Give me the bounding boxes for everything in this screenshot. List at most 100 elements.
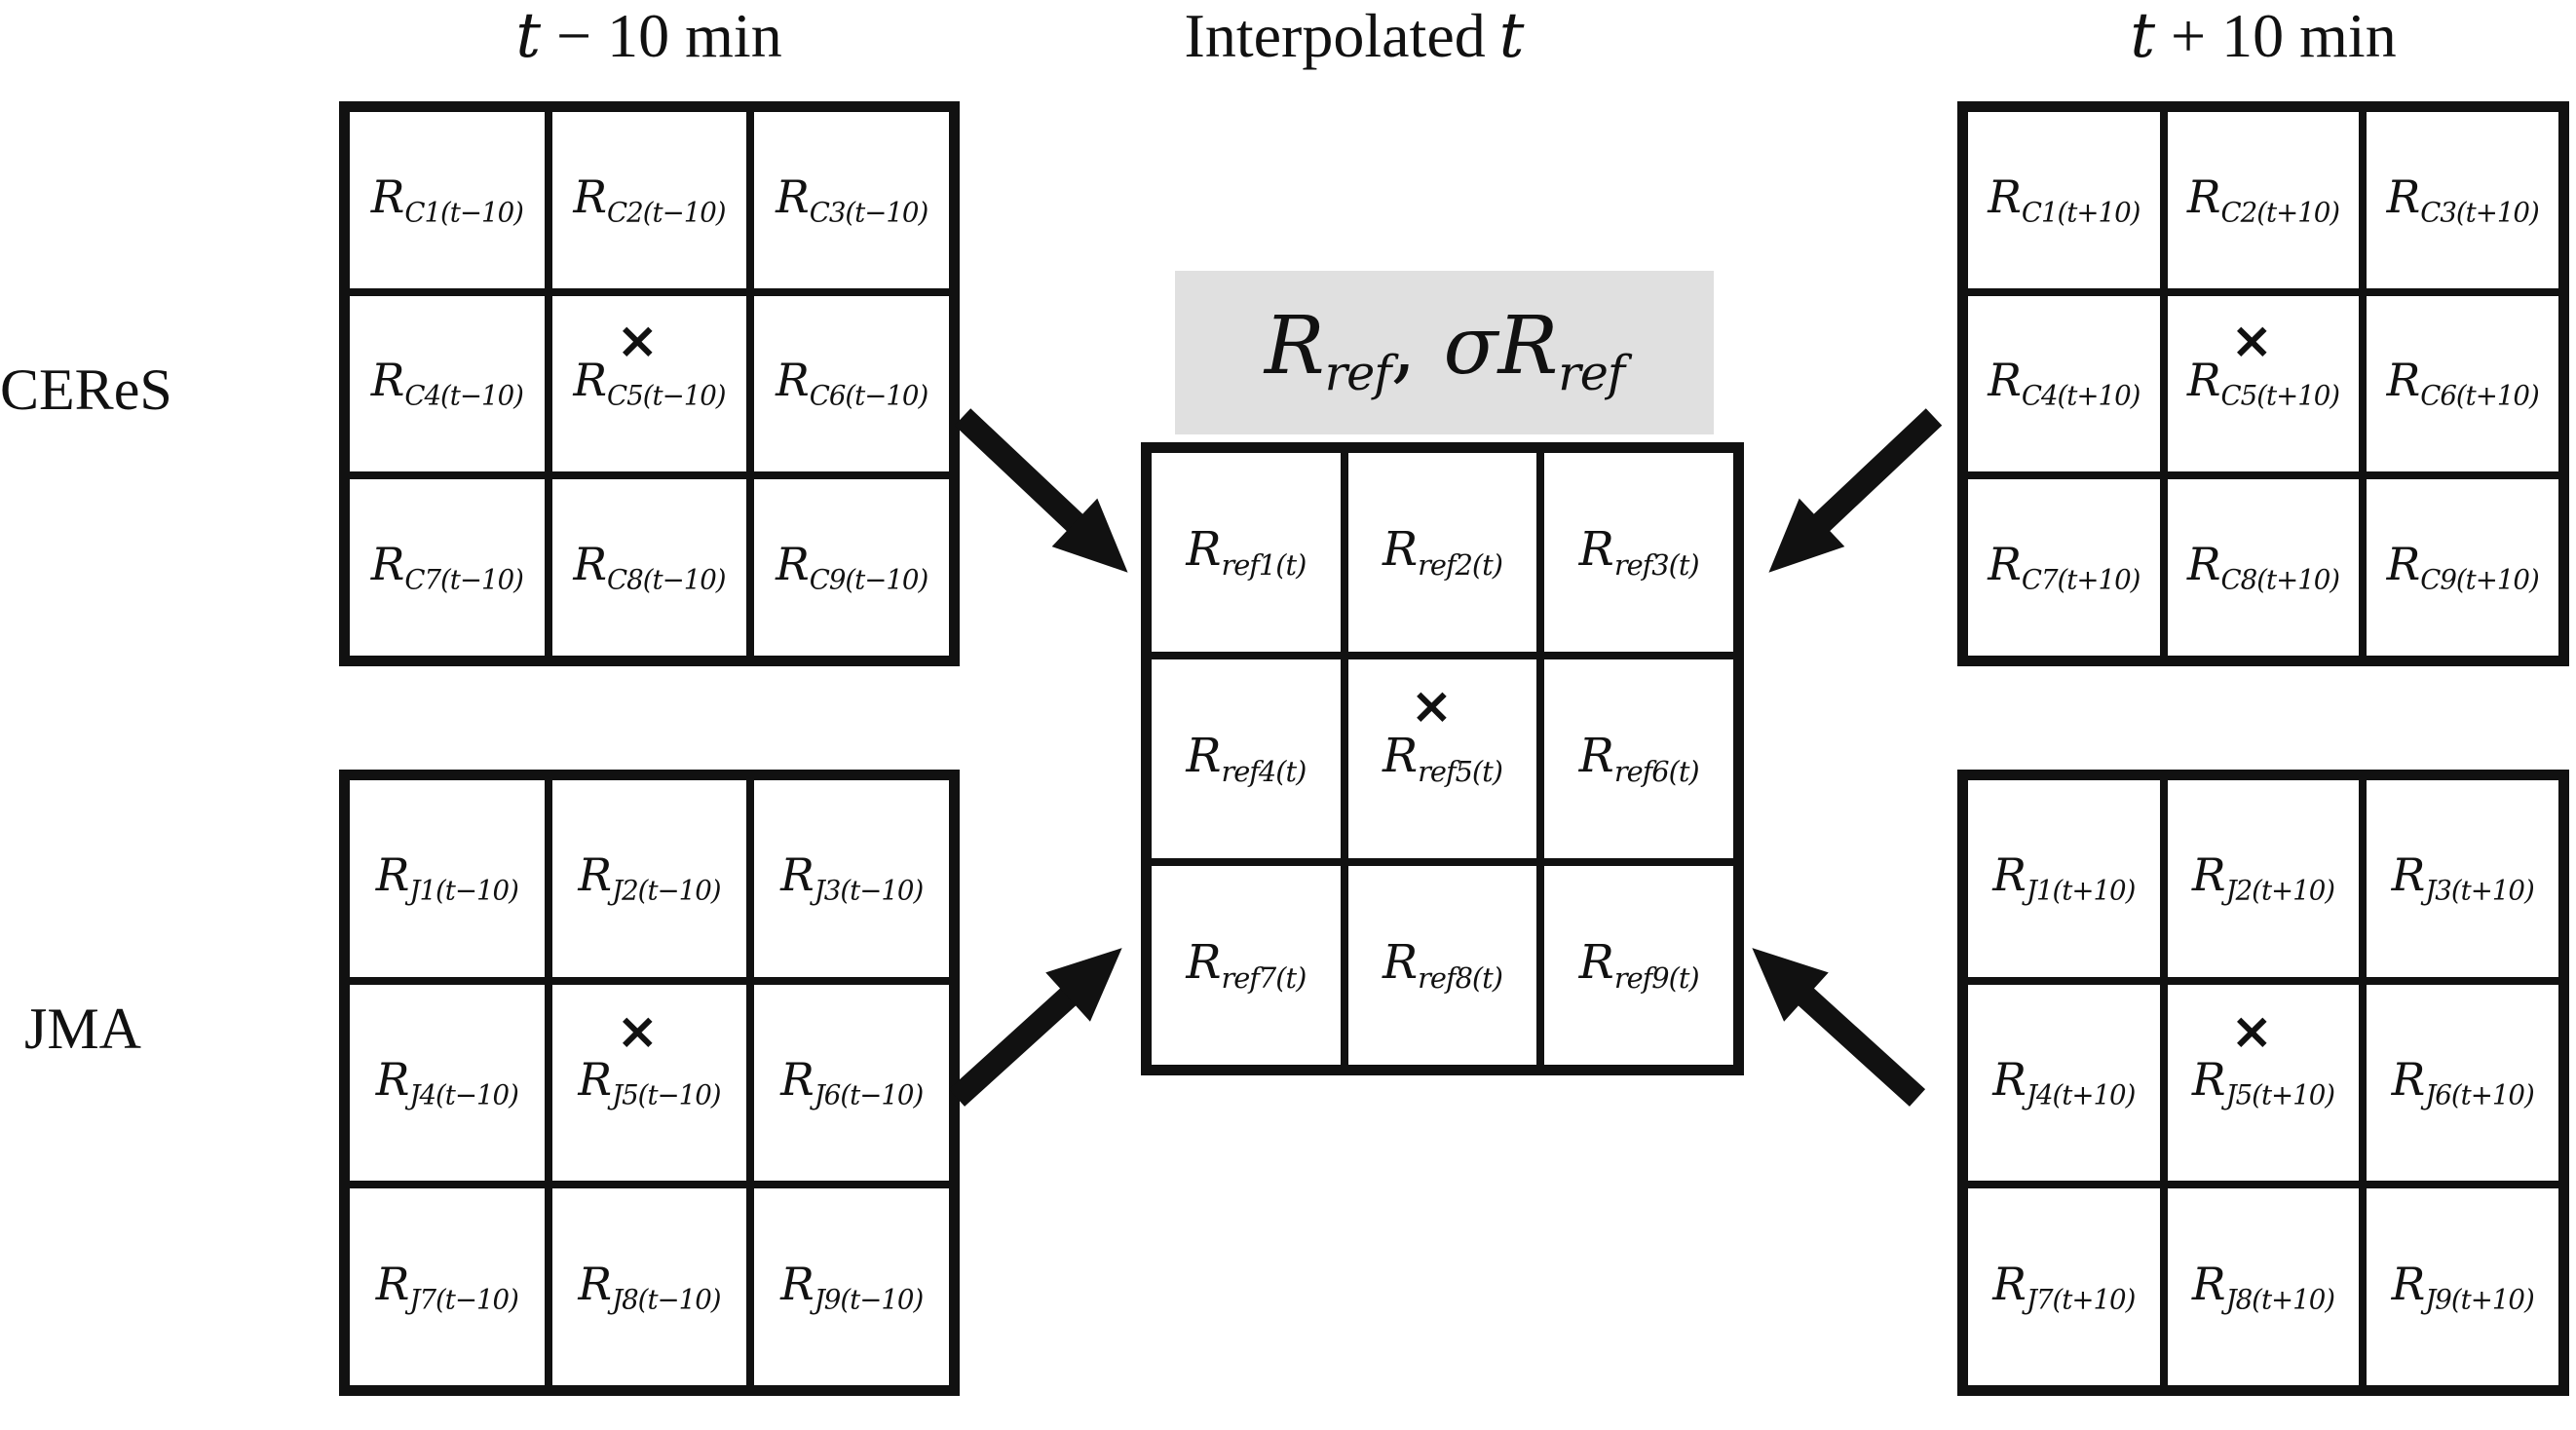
grid-cell: RC7(t+10)	[1968, 479, 2160, 656]
cell-label: RJ4(t−10)	[375, 1052, 519, 1111]
title-text: + 10 min	[2155, 1, 2397, 70]
center-pixel-x-mark: ×	[616, 1001, 660, 1061]
grid-cell: RC8(t−10)	[551, 479, 747, 656]
cell-label: RJ8(t+10)	[2191, 1257, 2335, 1316]
grid-cell: RC6(t+10)	[2367, 295, 2558, 472]
grid-cell: RC2(t−10)	[551, 112, 747, 288]
cell-label: RC8(t+10)	[2186, 538, 2340, 596]
cell-label: RJ1(t+10)	[1992, 848, 2136, 907]
grid-cell: RJ3(t+10)	[2367, 780, 2558, 977]
cell-label: RC7(t+10)	[1988, 538, 2140, 596]
cell-label: RJ1(t−10)	[375, 848, 519, 907]
grid-cell: RC4(t+10)	[1968, 295, 2160, 472]
grid-cell: RC1(t−10)	[350, 112, 545, 288]
cell-label: Rref3(t)	[1578, 521, 1700, 582]
center-pixel-x-mark: ×	[2230, 311, 2274, 370]
cell-label: RC6(t+10)	[2386, 354, 2540, 413]
cell-label: Rref1(t)	[1186, 521, 1307, 582]
grid-cell: RJ9(t−10)	[754, 1188, 949, 1385]
grid-cell: RC9(t+10)	[2367, 479, 2558, 656]
grid-jma-t-minus-10: RJ1(t−10) RJ2(t−10) RJ3(t−10) RJ4(t−10) ×RJ5…	[339, 770, 960, 1396]
cell-label: RC8(t−10)	[573, 538, 726, 596]
grid-cell: RC3(t−10)	[754, 112, 949, 288]
grid-cell: ×RJ5(t+10)	[2167, 984, 2360, 1182]
arrow-jma-past-to-center	[948, 948, 1122, 1107]
grid-cell: RC1(t+10)	[1968, 112, 2160, 288]
grid-cell: RC8(t+10)	[2167, 479, 2360, 656]
cell-label: RJ2(t−10)	[578, 848, 721, 907]
cell-label: RJ7(t+10)	[1992, 1257, 2136, 1316]
cell-label: RJ7(t−10)	[375, 1257, 519, 1316]
cell-label: RC9(t−10)	[776, 538, 928, 596]
grid-interpolated-t: Rref1(t) Rref2(t) Rref3(t) Rref4(t) ×Rref5(t…	[1141, 442, 1744, 1075]
cell-label: RC5(t+10)	[2186, 354, 2340, 413]
grid-ceres-t-minus-10: RC1(t−10) RC2(t−10) RC3(t−10) RC4(t−10) ×RC5…	[339, 101, 960, 666]
grid-cell: Rref8(t)	[1347, 866, 1537, 1065]
grid-cell: RJ8(t+10)	[2167, 1188, 2360, 1385]
cell-label: Rref4(t)	[1186, 728, 1307, 788]
cell-label: RC1(t−10)	[370, 169, 524, 229]
grid-cell: Rref3(t)	[1544, 453, 1733, 652]
grid-cell: Rref9(t)	[1544, 866, 1733, 1065]
cell-label: RJ5(t−10)	[578, 1052, 721, 1111]
ref-sub: ref	[1558, 345, 1625, 402]
cell-label: RJ6(t+10)	[2391, 1052, 2535, 1111]
cell-label: Rref8(t)	[1383, 934, 1503, 995]
grid-cell: Rref1(t)	[1152, 453, 1341, 652]
cell-label: RC5(t−10)	[573, 354, 726, 413]
cell-label: RC7(t−10)	[370, 538, 524, 596]
cell-label: RJ6(t−10)	[780, 1052, 924, 1111]
grid-cell: Rref6(t)	[1544, 659, 1733, 858]
title-t-plus-10: t + 10 min	[1961, 0, 2565, 72]
ref-r: R	[1264, 300, 1325, 394]
cell-label: RC4(t+10)	[1988, 354, 2140, 413]
cell-label: RC6(t−10)	[776, 354, 928, 413]
grid-cell: Rref7(t)	[1152, 866, 1341, 1065]
arrow-jma-future-to-center	[1752, 948, 1926, 1107]
center-pixel-x-mark: ×	[2230, 1001, 2274, 1061]
grid-cell: RC4(t−10)	[350, 295, 545, 472]
grid-cell: RJ9(t+10)	[2367, 1188, 2558, 1385]
cell-label: Rref6(t)	[1578, 728, 1700, 788]
cell-label: RJ3(t+10)	[2391, 848, 2535, 907]
title-math-var: t	[1498, 0, 1525, 72]
cell-label: RC4(t−10)	[370, 354, 524, 413]
cell-label: Rref2(t)	[1383, 521, 1503, 582]
grid-cell: RJ6(t−10)	[754, 984, 949, 1182]
grid-cell: RC2(t+10)	[2167, 112, 2360, 288]
grid-cell: RJ1(t+10)	[1968, 780, 2160, 977]
cell-label: RC3(t+10)	[2386, 169, 2540, 229]
grid-cell: Rref2(t)	[1347, 453, 1537, 652]
grid-cell: RJ3(t−10)	[754, 780, 949, 977]
center-pixel-x-mark: ×	[1410, 677, 1454, 736]
grid-cell: RJ2(t+10)	[2167, 780, 2360, 977]
cell-label: RJ4(t+10)	[1992, 1052, 2136, 1111]
grid-ceres-t-plus-10: RC1(t+10) RC2(t+10) RC3(t+10) RC4(t+10) ×RC5…	[1957, 101, 2569, 666]
arrow-ceres-future-to-center	[1768, 408, 1943, 573]
grid-cell: RJ4(t−10)	[350, 984, 545, 1182]
cell-label: RJ9(t−10)	[780, 1257, 924, 1316]
cell-label: Rref9(t)	[1578, 934, 1700, 995]
grid-cell: RC9(t−10)	[754, 479, 949, 656]
title-math-var: t	[515, 0, 542, 72]
grid-cell: RC3(t+10)	[2367, 112, 2558, 288]
title-math-var: t	[2130, 0, 2156, 72]
cell-label: RC2(t−10)	[573, 169, 726, 229]
arrow-ceres-past-to-center	[954, 408, 1128, 573]
ref-variables-box: Rref,σRref	[1175, 271, 1714, 434]
cell-label: RC1(t+10)	[1988, 169, 2140, 229]
cell-label: RJ5(t+10)	[2191, 1052, 2335, 1111]
title-t-minus-10: t − 10 min	[347, 0, 951, 72]
grid-cell: RJ1(t−10)	[350, 780, 545, 977]
cell-label: RC3(t−10)	[776, 169, 928, 229]
grid-cell: ×Rref5(t)	[1347, 659, 1537, 858]
grid-cell: Rref4(t)	[1152, 659, 1341, 858]
grid-cell: RJ6(t+10)	[2367, 984, 2558, 1182]
ref-variables-label: Rref,σRref	[1265, 307, 1625, 397]
title-text: Interpolated	[1184, 1, 1486, 70]
cell-label: RJ8(t−10)	[578, 1257, 721, 1316]
center-pixel-x-mark: ×	[616, 311, 660, 370]
cell-label: Rref5(t)	[1383, 728, 1503, 788]
